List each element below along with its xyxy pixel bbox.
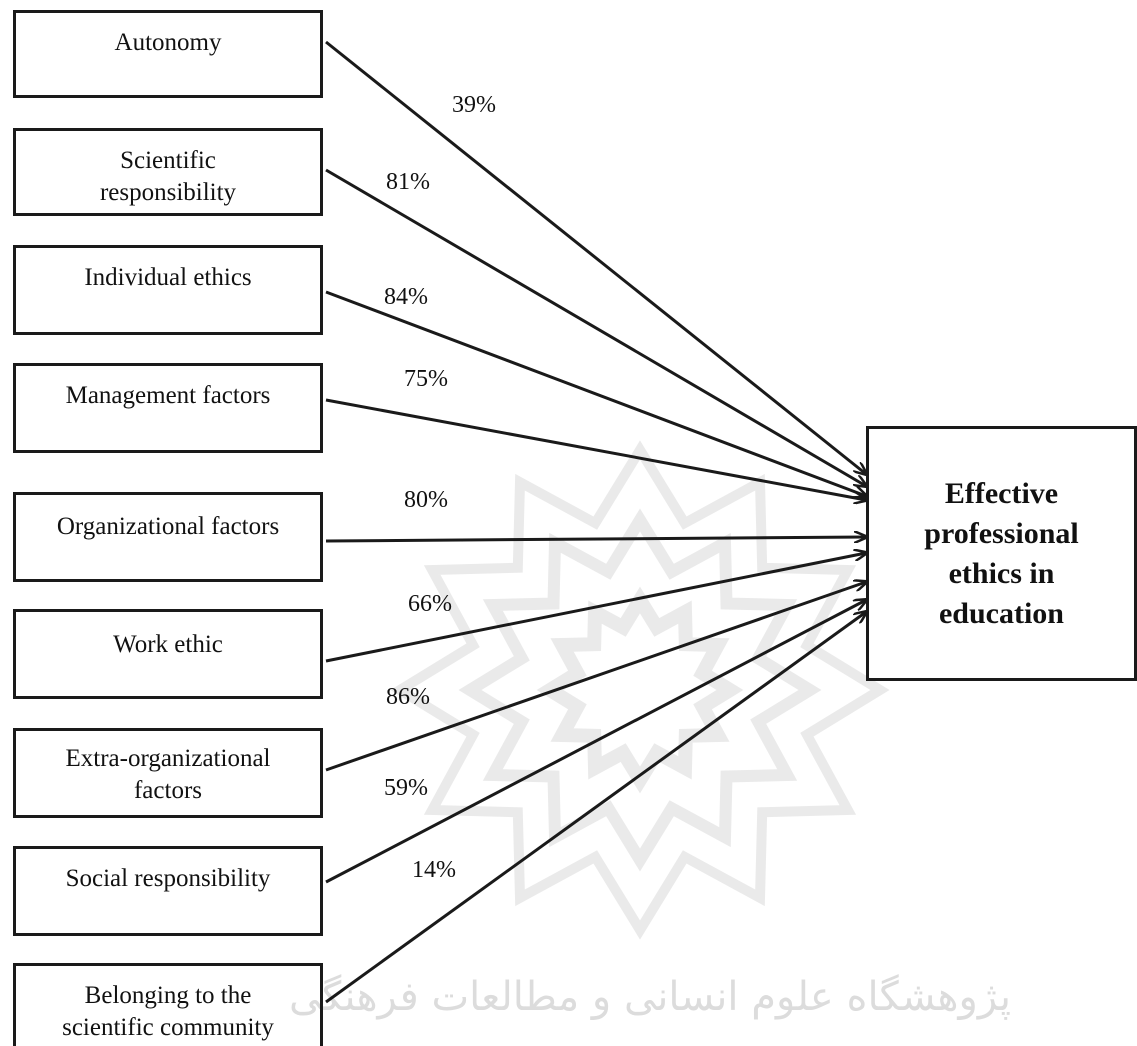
percent-label-management-factors: 75%	[404, 366, 448, 392]
percent-label-belonging-scientific-community: 14%	[412, 857, 456, 883]
seal-ring	[536, 586, 744, 794]
percent-label-scientific-responsibility: 81%	[386, 169, 430, 195]
factor-label: Organizational factors	[56, 513, 280, 540]
factor-box-management-factors: Management factors	[13, 363, 323, 453]
factor-box-scientific-responsibility: Scientific responsibility	[13, 128, 323, 216]
arrow-belonging-scientific-community	[325, 612, 866, 1004]
arrow-work-ethic	[325, 553, 866, 663]
arrow-social-responsibility	[325, 600, 866, 884]
factor-box-work-ethic: Work ethic	[13, 609, 323, 699]
arrow-individual-ethics	[325, 290, 866, 496]
percent-label-work-ethic: 66%	[408, 591, 452, 617]
percent-label-social-responsibility: 59%	[384, 775, 428, 801]
factor-box-belonging-scientific-community: Belonging to the scientific community	[13, 963, 323, 1046]
factor-label: Management factors	[65, 382, 271, 409]
arrow-extra-organizational-factors	[325, 582, 866, 772]
percent-label-autonomy: 39%	[452, 92, 496, 118]
factor-label: Work ethic	[113, 631, 223, 658]
percent-label-extra-organizational-factors: 86%	[386, 684, 430, 710]
percent-label-organizational-factors: 80%	[404, 487, 448, 513]
factor-box-extra-organizational-factors: Extra-organizational factors	[13, 728, 323, 818]
arrow-management-factors	[325, 398, 866, 500]
factor-label: Social responsibility	[65, 865, 271, 892]
factor-label: Autonomy	[114, 29, 222, 56]
factor-label: Individual ethics	[84, 264, 252, 291]
factor-label: Belonging to the scientific community	[62, 982, 274, 1041]
target-label: Effective professional ethics in educati…	[924, 476, 1079, 630]
arrow-autonomy	[325, 40, 866, 474]
factor-box-organizational-factors: Organizational factors	[13, 492, 323, 582]
seal-ring	[390, 440, 890, 940]
factor-label: Scientific responsibility	[99, 147, 237, 206]
seal-ring	[458, 508, 822, 872]
factor-box-social-responsibility: Social responsibility	[13, 846, 323, 936]
watermark-text: پژوهشگاه علوم انسانی و مطالعات فرهنگی	[289, 974, 1011, 1020]
target-box: Effective professional ethics in educati…	[866, 426, 1137, 681]
arrow-organizational-factors	[325, 537, 866, 541]
seal-pattern	[390, 440, 890, 940]
arrow-scientific-responsibility	[325, 168, 866, 486]
factor-label: Extra-organizational factors	[65, 745, 271, 804]
factor-box-individual-ethics: Individual ethics	[13, 245, 323, 335]
factor-box-autonomy: Autonomy	[13, 10, 323, 98]
percent-label-individual-ethics: 84%	[384, 284, 428, 310]
